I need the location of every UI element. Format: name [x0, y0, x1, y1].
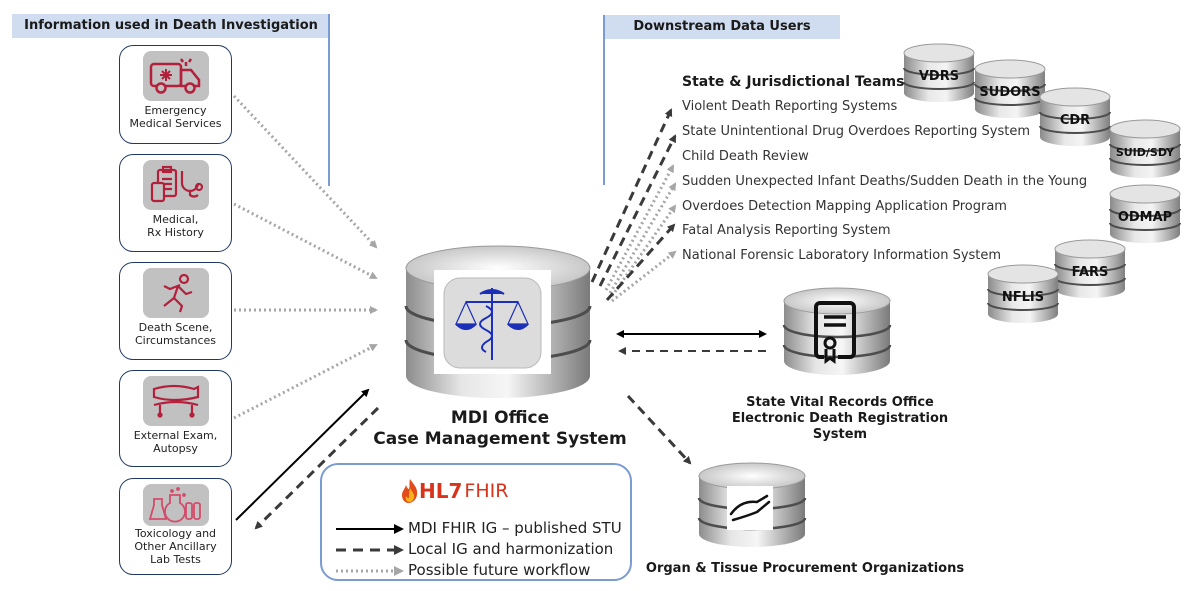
database-odmap: ODMAP	[1109, 184, 1181, 243]
arrow-cms-to-fars	[605, 223, 676, 301]
database-label: FARS	[1072, 265, 1109, 280]
system-item-nflis: National Forensic Laboratory Information…	[682, 248, 1002, 263]
system-item-sudors: State Unintentional Drug Overdoes Report…	[682, 124, 1031, 139]
vital-records-database	[782, 287, 892, 375]
database-label: VDRS	[919, 69, 959, 84]
system-item-fars: Fatal Analysis Reporting System	[682, 223, 891, 238]
hl7-text: HL7	[419, 479, 463, 503]
medical-records-icon	[142, 160, 209, 210]
arrow-cms-to-cdr	[604, 164, 675, 291]
left-panel-divider	[328, 14, 330, 186]
arrow-cms-to-nflis	[611, 250, 677, 303]
legend-line-dotted	[336, 566, 404, 576]
arrow-cms-to-odmap	[610, 204, 677, 297]
mdi-cms-database	[404, 245, 592, 398]
organ-procurement-database	[697, 462, 807, 547]
hl7-fhir-logo: HL7 FHIR	[402, 477, 508, 505]
right-panel-divider	[603, 15, 605, 185]
mdi-cms-title: MDI Office Case Management System	[340, 408, 660, 450]
flame-icon	[402, 479, 418, 503]
source-label: Emergency Medical Services	[129, 104, 222, 130]
right-panel-header: Downstream Data Users	[604, 15, 840, 39]
source-card-death-scene: Death Scene, Circumstances	[119, 262, 232, 360]
arrow-cms-to-tox	[254, 406, 380, 530]
source-label: Medical, Rx History	[147, 213, 204, 239]
database-label: SUID/SDY	[1116, 146, 1175, 159]
mdi-cms-title-line1: MDI Office	[450, 408, 550, 428]
teams-title: State & Jurisdictional Teams	[682, 74, 905, 90]
certificate-icon	[814, 301, 856, 364]
source-label: External Exam, Autopsy	[133, 429, 218, 455]
legend-label-future: Possible future workflow	[408, 561, 591, 579]
vital-records-label-line1: State Vital Records Office	[746, 395, 934, 410]
arrow-tox-to-cms	[235, 388, 370, 521]
legend-label-published: MDI FHIR IG – published STU	[408, 519, 622, 537]
legend-box: HL7 FHIR MDI FHIR IG – published STU Loc…	[320, 463, 632, 581]
ambulance-icon	[142, 51, 209, 101]
database-cdr: CDR	[1039, 87, 1111, 146]
arrow-cms-to-vdrs	[590, 108, 673, 283]
database-label: ODMAP	[1118, 210, 1172, 225]
system-item-cdr: Child Death Review	[682, 149, 809, 164]
vital-records-label: State Vital Records Office Electronic De…	[720, 395, 960, 443]
arrow-cms-to-suid	[608, 182, 677, 294]
legend-label-local: Local IG and harmonization	[408, 540, 614, 558]
lab-flasks-icon	[142, 484, 209, 526]
database-label: SUDORS	[979, 85, 1040, 100]
system-item-odmap: Overdoes Detection Mapping Application P…	[682, 199, 1007, 214]
system-item-vdrs: Violent Death Reporting Systems	[682, 99, 898, 114]
helping-hand-icon	[729, 494, 771, 522]
left-panel-header: Information used in Death Investigation	[12, 14, 330, 38]
database-vdrs: VDRS	[903, 43, 975, 102]
arrow-autopsy-to-cms	[233, 343, 378, 420]
database-sudors: SUDORS	[974, 59, 1046, 118]
organ-procurement-label: Organ & Tissue Procurement Organizations	[645, 561, 965, 576]
database-label: NFLIS	[1002, 290, 1044, 305]
mdi-cms-title-line2: Case Management System	[373, 429, 627, 449]
arrow-medical-to-cms	[233, 202, 378, 280]
database-nflis: NFLIS	[987, 264, 1059, 323]
autopsy-table-icon	[142, 376, 209, 426]
body-outline-icon	[142, 268, 209, 318]
vital-records-label-line2: Electronic Death Registration	[731, 411, 949, 426]
legend-line-dashed	[336, 545, 404, 555]
system-item-suid-sdy: Sudden Unexpected Infant Deaths/Sudden D…	[682, 174, 1088, 189]
legend-line-solid	[336, 524, 404, 534]
fhir-text: FHIR	[464, 480, 509, 502]
source-label: Death Scene, Circumstances	[134, 321, 217, 347]
source-label: Toxicology and Other Ancillary Lab Tests	[134, 527, 217, 566]
source-card-ems: Emergency Medical Services	[119, 45, 232, 144]
arrow-cms-to-sudors	[598, 134, 677, 287]
source-card-autopsy: External Exam, Autopsy	[119, 370, 232, 467]
database-fars: FARS	[1054, 239, 1126, 298]
caduceus-scales-icon	[455, 288, 529, 360]
database-suid-sdy: SUID/SDY	[1109, 119, 1181, 178]
source-card-toxicology: Toxicology and Other Ancillary Lab Tests	[119, 478, 232, 575]
vital-records-label-line3: System	[812, 427, 868, 442]
database-label: CDR	[1060, 113, 1090, 128]
arrow-cms-to-organ	[626, 394, 692, 465]
source-card-medical-history: Medical, Rx History	[119, 154, 232, 252]
